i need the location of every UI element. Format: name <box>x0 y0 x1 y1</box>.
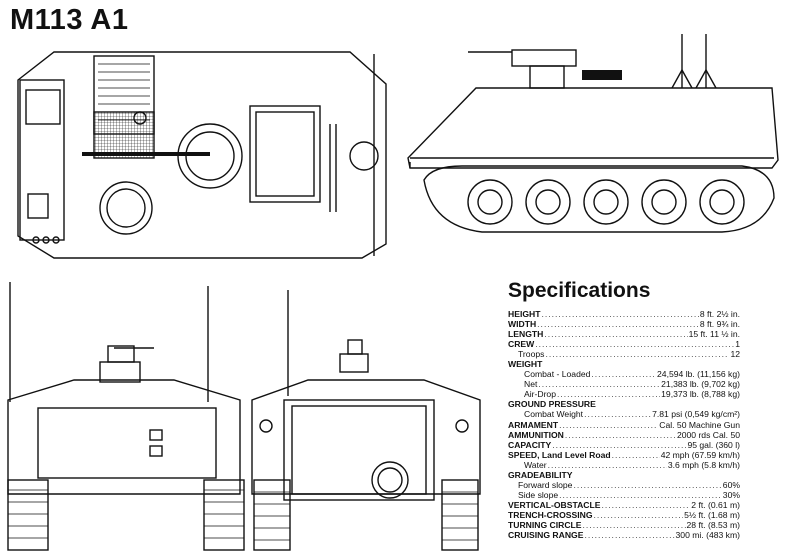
spec-label: AMMUNITION <box>508 429 564 440</box>
top-view-drawing <box>17 51 387 259</box>
spec-leader-dots <box>583 520 686 530</box>
spec-value: 3.6 mph (5.8 km/h) <box>667 459 740 470</box>
spec-label: Water <box>524 459 547 470</box>
spec-row: VERTICAL-OBSTACLE 2 ft. (0.61 m) <box>508 500 740 510</box>
spec-row: TURNING CIRCLE 28 ft. (8.53 m) <box>508 520 740 530</box>
spec-value: 7.81 psi (0,549 kg/cm²) <box>652 409 740 420</box>
spec-row: SPEED, Land Level Road 42 mph (67.59 km/h… <box>508 450 740 460</box>
spec-row: TRENCH-CROSSING 5½ ft. (1.68 m) <box>508 510 740 520</box>
spec-label: Side slope <box>518 489 559 500</box>
spec-row: ARMAMENT Cal. 50 Machine Gun <box>508 420 740 430</box>
spec-label: LENGTH <box>508 329 544 340</box>
spec-value: 8 ft. 9¾ in. <box>699 319 740 330</box>
spec-leader-dots <box>537 319 699 329</box>
spec-value: 5½ ft. (1.68 m) <box>684 509 740 520</box>
spec-label: Net <box>524 379 538 390</box>
spec-label: VERTICAL-OBSTACLE <box>508 499 601 510</box>
spec-value: Cal. 50 Machine Gun <box>659 419 740 430</box>
spec-leader-dots <box>559 490 722 500</box>
side-view-drawing <box>407 34 779 233</box>
spec-row: CRUISING RANGE 300 mi. (483 km) <box>508 530 740 540</box>
spec-value: 1 <box>735 339 740 350</box>
spec-row: AMMUNITION 2000 rds Cal. 50 <box>508 430 740 440</box>
spec-label: Combat - Loaded <box>524 369 591 380</box>
spec-row: GRADEABILITY <box>508 470 740 480</box>
spec-row: WEIGHT <box>508 359 740 369</box>
spec-label: GRADEABILITY <box>508 469 573 480</box>
spec-value: 300 mi. (483 km) <box>675 530 740 541</box>
spec-row: CAPACITY 95 gal. (360 l) <box>508 440 740 450</box>
spec-row: Water 3.6 mph (5.8 km/h) <box>508 460 740 470</box>
spec-value: 30% <box>722 489 740 500</box>
spec-row: Air-Drop 19,373 lb. (8,788 kg) <box>508 389 740 399</box>
spec-label: SPEED, Land Level Road <box>508 449 611 460</box>
spec-label: ARMAMENT <box>508 419 559 430</box>
spec-row: Net 21,383 lb. (9,702 kg) <box>508 379 740 389</box>
spec-leader-dots <box>545 349 729 359</box>
spec-label: CREW <box>508 339 535 350</box>
specifications-table: HEIGHT8 ft. 2½ in.WIDTH8 ft. 9¾ in.LENGT… <box>508 309 740 540</box>
spec-row: LENGTH 15 ft. 11 ½ in. <box>508 329 740 339</box>
spec-leader-dots <box>584 530 674 540</box>
spec-leader-dots <box>591 369 656 379</box>
spec-leader-dots <box>535 339 734 349</box>
spec-row: HEIGHT 8 ft. 2½ in. <box>508 309 740 319</box>
spec-row: Troops 12 <box>508 349 740 359</box>
spec-leader-dots <box>584 409 651 419</box>
spec-row: Forward slope 60% <box>508 480 740 490</box>
page-title: M113 A1 <box>10 4 129 36</box>
spec-value: 24,594 lb. (11,156 kg) <box>657 369 740 380</box>
spec-value: 28 ft. (8.53 m) <box>686 519 741 530</box>
spec-label: HEIGHT <box>508 309 541 319</box>
spec-label: Combat Weight <box>524 409 584 420</box>
spec-leader-dots <box>544 329 687 339</box>
spec-label: Troops <box>518 349 545 360</box>
spec-leader-dots <box>557 389 660 399</box>
spec-leader-dots <box>601 500 690 510</box>
spec-value: 2 ft. (0.61 m) <box>691 499 740 510</box>
spec-value: 12 <box>730 349 740 360</box>
spec-leader-dots <box>559 420 658 430</box>
spec-row: WIDTH 8 ft. 9¾ in. <box>508 319 740 329</box>
spec-label: Air-Drop <box>524 389 556 400</box>
spec-value: 8 ft. 2½ in. <box>699 309 740 319</box>
spec-leader-dots <box>594 510 684 520</box>
specifications-heading: Specifications <box>508 279 651 302</box>
spec-leader-dots <box>612 450 660 460</box>
spec-leader-dots <box>541 309 698 319</box>
spec-label: TURNING CIRCLE <box>508 519 582 530</box>
spec-leader-dots <box>565 430 676 440</box>
spec-row: Combat - Loaded 24,594 lb. (11,156 kg) <box>508 369 740 379</box>
spec-row: GROUND PRESSURE <box>508 399 740 409</box>
spec-row: Side slope 30% <box>508 490 740 500</box>
spec-label: GROUND PRESSURE <box>508 399 596 410</box>
rear-view-drawing <box>251 290 481 551</box>
spec-value: 60% <box>722 479 740 490</box>
spec-row: Combat Weight 7.81 psi (0,549 kg/cm²) <box>508 409 740 419</box>
spec-label: Forward slope <box>518 479 573 490</box>
spec-leader-dots <box>573 480 721 490</box>
spec-leader-dots <box>548 460 667 470</box>
spec-label: WIDTH <box>508 319 537 330</box>
front-view-drawing <box>7 282 245 551</box>
spec-value: 19,373 lb. (8,788 kg) <box>661 389 740 400</box>
spec-leader-dots <box>552 440 686 450</box>
spec-value: 42 mph (67.59 km/h) <box>660 449 740 460</box>
spec-label: WEIGHT <box>508 359 543 370</box>
spec-leader-dots <box>538 379 660 389</box>
spec-value: 15 ft. 11 ½ in. <box>688 329 740 340</box>
spec-label: TRENCH-CROSSING <box>508 509 593 520</box>
spec-value: 2000 rds Cal. 50 <box>676 429 740 440</box>
spec-value: 95 gal. (360 l) <box>687 439 740 450</box>
spec-label: CAPACITY <box>508 439 552 450</box>
spec-row: CREW 1 <box>508 339 740 349</box>
spec-value: 21,383 lb. (9,702 kg) <box>661 379 740 390</box>
spec-label: CRUISING RANGE <box>508 530 584 541</box>
